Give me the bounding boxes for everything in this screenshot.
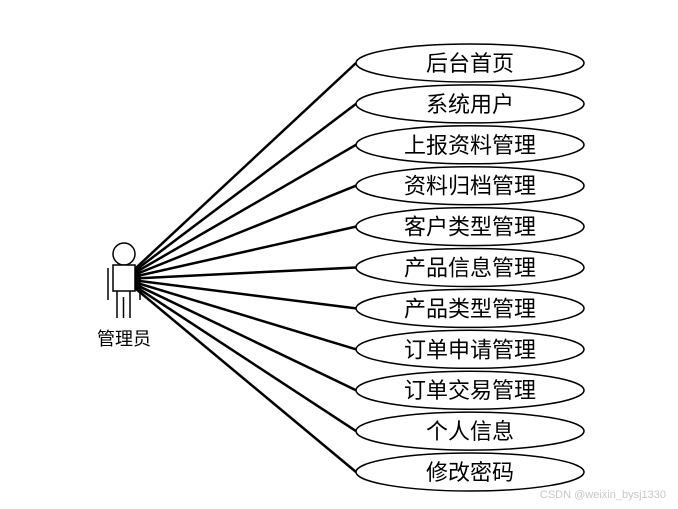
association-line bbox=[123, 277, 357, 433]
association-line bbox=[123, 277, 357, 351]
association-line bbox=[123, 277, 357, 392]
use-case-label: 后台首页 bbox=[426, 52, 514, 77]
use-case: 资料归档管理 bbox=[355, 165, 585, 206]
use-case-ellipse bbox=[355, 452, 585, 492]
use-case: 个人信息 bbox=[355, 411, 585, 451]
use-case: 客户类型管理 bbox=[355, 206, 585, 247]
use-case-ellipse bbox=[355, 43, 585, 83]
use-case-ellipse bbox=[355, 370, 585, 410]
association-line bbox=[123, 266, 357, 281]
use-case: 订单申请管理 bbox=[355, 329, 585, 370]
use-case-ellipse bbox=[355, 288, 585, 329]
use-case-ellipse bbox=[355, 411, 585, 451]
use-case-ellipse bbox=[355, 329, 585, 370]
association-line bbox=[123, 143, 357, 281]
use-case: 上报资料管理 bbox=[355, 125, 585, 165]
use-case-label: 产品信息管理 bbox=[404, 257, 536, 282]
use-case-label: 资料归档管理 bbox=[404, 175, 536, 200]
association-line bbox=[123, 225, 357, 281]
association-line bbox=[123, 62, 357, 280]
use-case-ellipse bbox=[355, 125, 585, 165]
use-case-label: 订单申请管理 bbox=[404, 338, 536, 363]
actor-head bbox=[112, 242, 136, 266]
use-case-ellipse bbox=[355, 206, 585, 247]
use-case-ellipse bbox=[355, 84, 585, 124]
actor-body bbox=[112, 264, 136, 292]
use-cases: 后台首页系统用户上报资料管理资料归档管理客户类型管理产品信息管理产品类型管理订单… bbox=[355, 43, 585, 492]
use-case: 系统用户 bbox=[355, 84, 585, 124]
use-case-label: 上报资料管理 bbox=[404, 134, 536, 159]
association-line bbox=[123, 184, 357, 281]
use-case: 产品类型管理 bbox=[355, 288, 585, 329]
association-line bbox=[123, 102, 357, 280]
use-case-ellipse bbox=[355, 165, 585, 206]
use-case-label: 修改密码 bbox=[426, 461, 514, 486]
use-case-label: 个人信息 bbox=[426, 420, 514, 445]
use-case-label: 客户类型管理 bbox=[404, 216, 536, 241]
association-line bbox=[123, 277, 357, 310]
use-case-label: 订单交易管理 bbox=[404, 379, 536, 404]
association-line bbox=[123, 278, 357, 473]
use-case: 产品信息管理 bbox=[355, 247, 585, 288]
use-case-ellipse bbox=[355, 247, 585, 288]
use-case-label: 系统用户 bbox=[426, 93, 514, 118]
association-lines bbox=[123, 62, 357, 473]
use-case: 后台首页 bbox=[355, 43, 585, 83]
use-case: 订单交易管理 bbox=[355, 370, 585, 410]
use-case-label: 产品类型管理 bbox=[404, 297, 536, 322]
actor: 管理员 bbox=[97, 242, 151, 350]
watermark: CSDN @weixin_bysj1330 bbox=[540, 489, 666, 501]
use-case: 修改密码 bbox=[355, 452, 585, 492]
actor-label: 管理员 bbox=[97, 329, 151, 350]
